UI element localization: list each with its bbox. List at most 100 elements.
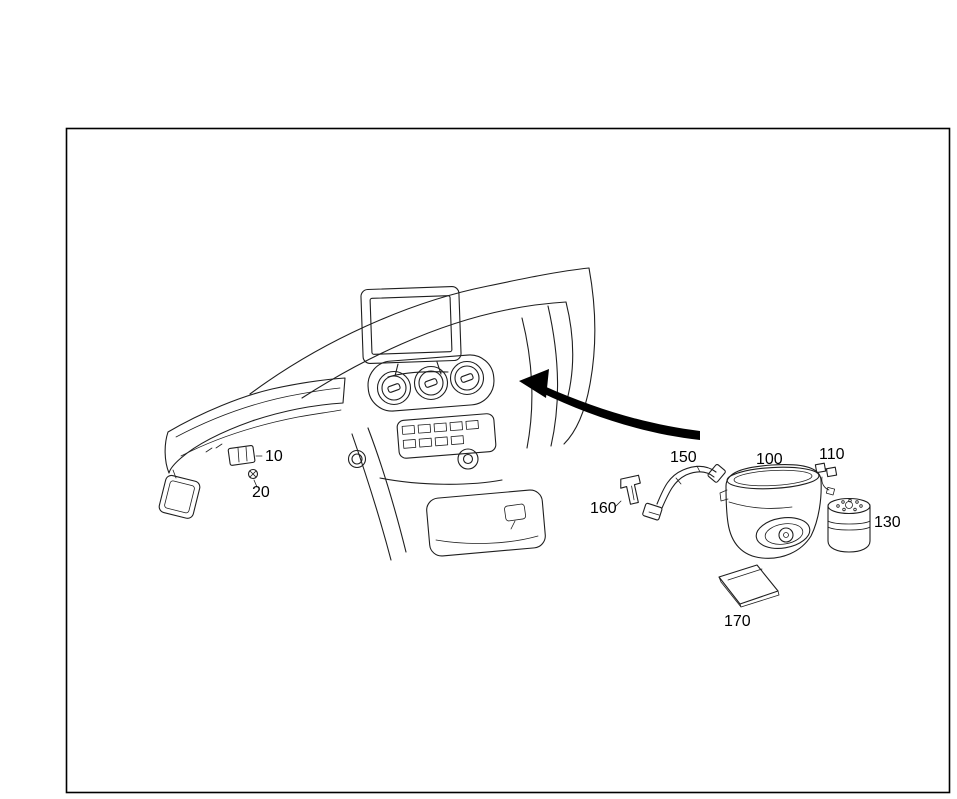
mount-detail-line xyxy=(510,520,516,530)
cable-connector-lower xyxy=(642,502,663,521)
screw-cross xyxy=(249,470,257,478)
trim-inner-line-2 xyxy=(180,409,342,457)
vent-bezel xyxy=(367,354,495,412)
connector-block-a xyxy=(814,462,827,474)
button-bezel xyxy=(396,413,497,459)
part-100-housing xyxy=(719,463,822,559)
cable-connector-detail xyxy=(648,511,660,516)
trim-inner-line-1 xyxy=(175,387,341,438)
callout-100: 100 xyxy=(756,451,783,468)
callout-20-leader xyxy=(253,479,258,488)
button xyxy=(401,425,416,435)
callout-20: 20 xyxy=(252,484,270,501)
housing-rim-inner xyxy=(733,469,813,487)
part-130-bottle xyxy=(827,497,871,553)
bottle-dot xyxy=(853,507,857,512)
housing-left-tab xyxy=(719,489,729,502)
console-left-edge-1 xyxy=(351,433,392,561)
trim-end-vent xyxy=(158,474,201,519)
screen-panel xyxy=(369,295,453,355)
housing-contour xyxy=(728,501,793,509)
bottle-dot xyxy=(859,504,863,508)
callout-160-leader xyxy=(614,500,622,508)
button xyxy=(450,435,465,445)
part-110-connector xyxy=(814,462,838,496)
console-shelf-line xyxy=(379,477,503,485)
air-vent-center xyxy=(413,365,449,401)
switch-body xyxy=(227,444,256,466)
mat-sheen-line xyxy=(727,568,763,581)
screen-housing xyxy=(360,286,462,364)
diagram-frame xyxy=(65,127,951,794)
callout-130: 130 xyxy=(874,514,901,531)
vent-inner-ring xyxy=(454,365,480,391)
bottle-dot xyxy=(855,500,859,504)
arrow-head xyxy=(519,369,549,398)
air-vent-right xyxy=(449,360,485,396)
part-150-cable xyxy=(642,464,726,521)
air-vent-left xyxy=(376,370,412,406)
housing-recess-ring xyxy=(778,527,794,543)
screw-head xyxy=(247,468,259,480)
console-pocket-line xyxy=(435,535,539,544)
part-20-screw xyxy=(247,468,259,488)
housing-body xyxy=(725,463,822,559)
button xyxy=(418,437,433,448)
callout-150: 150 xyxy=(670,449,697,466)
trim-end-vent-inner xyxy=(164,480,195,514)
clip-inner-line xyxy=(631,485,635,501)
bottle-body xyxy=(827,505,871,553)
part-160-clip xyxy=(620,474,641,505)
pointer-arrow xyxy=(519,369,700,440)
button xyxy=(433,422,448,433)
dashboard-illustration xyxy=(158,267,596,561)
connector-link xyxy=(824,467,828,471)
vent-inner-ring xyxy=(418,370,444,396)
bottle-dot xyxy=(836,504,840,508)
trim-tick-marks xyxy=(205,443,223,453)
part-10-switch xyxy=(227,444,263,466)
button xyxy=(465,420,479,430)
vent-hub xyxy=(460,373,474,383)
dash-top-contour xyxy=(249,267,590,395)
dash-right-contour xyxy=(563,267,596,445)
vent-hub xyxy=(424,378,438,388)
start-button-center xyxy=(351,453,363,465)
button xyxy=(449,421,463,432)
start-button xyxy=(347,449,367,469)
cable-outer-line xyxy=(656,465,717,505)
head-unit-screen xyxy=(360,286,462,364)
trim-outline xyxy=(164,377,346,474)
housing-recess-dot xyxy=(783,532,789,538)
bottle-dot xyxy=(842,507,846,512)
clip-outline xyxy=(620,474,641,505)
control-dial xyxy=(457,448,479,470)
left-dash-trim xyxy=(158,377,346,519)
trim-end-link xyxy=(172,469,177,479)
vent-outer-ring xyxy=(376,370,412,406)
mat-thickness-edge xyxy=(718,576,780,608)
mount-detail xyxy=(504,503,527,522)
callout-160: 160 xyxy=(590,500,617,517)
control-dial-center xyxy=(462,453,474,465)
bottle-band-1 xyxy=(827,520,871,525)
dash-inner-right-contour xyxy=(565,301,574,397)
bottle-dot xyxy=(841,500,845,504)
connector-block-b xyxy=(825,466,838,478)
cable-inner-line xyxy=(661,471,715,509)
switch-dividers xyxy=(237,446,248,463)
housing-rim-outer xyxy=(726,466,820,490)
callout-110: 110 xyxy=(819,446,845,463)
vent-inner-ring xyxy=(381,375,407,401)
console-pocket xyxy=(426,489,546,557)
button xyxy=(417,423,432,434)
arrow-swoosh xyxy=(540,386,700,440)
dash-inner-contour xyxy=(301,301,567,399)
vent-outer-ring xyxy=(413,365,449,401)
vent-outer-ring xyxy=(449,360,485,396)
cable-tick-marks xyxy=(675,465,701,485)
housing-recess-outer xyxy=(755,517,811,549)
connector-pigtail xyxy=(821,476,830,491)
